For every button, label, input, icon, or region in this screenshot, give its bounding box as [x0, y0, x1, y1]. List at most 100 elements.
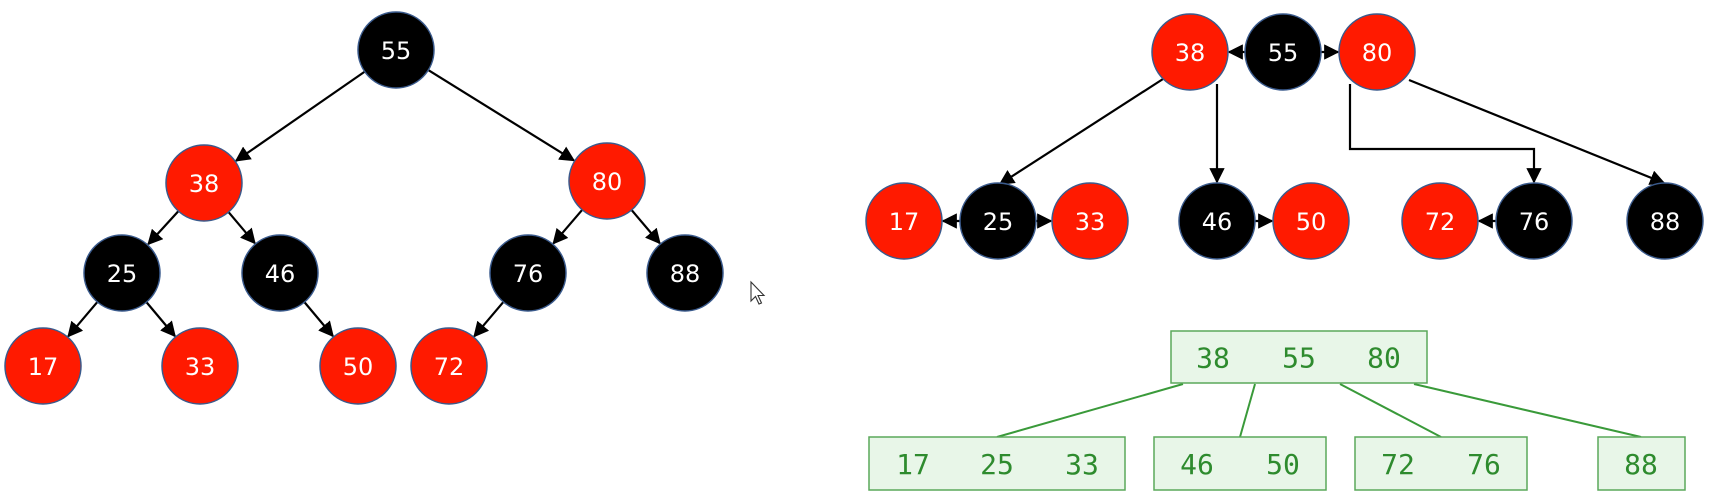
rb-node-80-circle [568, 142, 646, 220]
btree-child-node-0-key: 25 [980, 448, 1014, 481]
btree-child-node-1-key: 50 [1266, 448, 1300, 481]
rb-node-76-label: 76 [513, 260, 544, 288]
rb-node-76: 76 [489, 234, 567, 312]
gt-node-33-circle [1051, 182, 1129, 260]
rb-tree-nodes: 55 38 80 25 46 76 88 17 33 50 72 [4, 11, 724, 405]
gt-node-55-circle [1244, 13, 1322, 91]
rb-node-33: 33 [161, 327, 239, 405]
rb-node-72-label: 72 [434, 353, 465, 381]
gt-node-55-label: 55 [1268, 39, 1299, 67]
rb-node-17-label: 17 [28, 353, 59, 381]
gt-edge-80-76 [1348, 84, 1542, 184]
gt-node-72-circle [1401, 182, 1479, 260]
rb-tree-edges [67, 69, 661, 338]
gt-node-88-label: 88 [1650, 208, 1681, 236]
gt-node-72: 72 [1401, 182, 1479, 260]
rb-node-46-circle [241, 234, 319, 312]
rb-node-50-circle [319, 327, 397, 405]
gt-node-25: 25 [959, 182, 1037, 260]
btree-edges [996, 383, 1642, 438]
btree-child-node-2-box [1354, 436, 1528, 491]
mouse-pointer-icon [750, 280, 766, 305]
rb-node-80-label: 80 [592, 168, 623, 196]
rb-node-46-label: 46 [265, 260, 296, 288]
rb-node-80: 80 [568, 142, 646, 220]
rb-node-25: 25 [83, 234, 161, 312]
gt-node-76-circle [1495, 182, 1573, 260]
btree-child-node-3-box [1597, 436, 1686, 491]
gt-edge-38-25 [998, 78, 1164, 185]
red-black-tree: 55 38 80 25 46 76 88 17 33 50 72 [4, 11, 724, 405]
gt-node-38-circle [1151, 13, 1229, 91]
gt-node-80: 80 [1338, 13, 1416, 91]
gt-node-88: 88 [1626, 182, 1704, 260]
gt-node-25-circle [959, 182, 1037, 260]
btree-root-node-key: 55 [1282, 342, 1316, 375]
btree-child-node-2-key: 72 [1381, 448, 1415, 481]
btree-child-node-1-box [1153, 436, 1327, 491]
rb-edge-80-88 [630, 209, 661, 245]
gt-node-46-circle [1178, 182, 1256, 260]
btree-root-node-key: 38 [1196, 342, 1230, 375]
btree-edge-3 [1413, 383, 1642, 438]
rb-node-88: 88 [646, 234, 724, 312]
btree-child-node-1: 46 50 [1153, 436, 1327, 491]
gt-node-80-label: 80 [1362, 39, 1393, 67]
rb-edge-80-76 [552, 209, 584, 245]
btree-edge-0 [996, 383, 1184, 438]
btree-child-node-0-key: 17 [896, 448, 930, 481]
gt-node-17: 17 [865, 182, 943, 260]
rb-node-38: 38 [165, 144, 243, 222]
gt-node-80-circle [1338, 13, 1416, 91]
rb-node-46: 46 [241, 234, 319, 312]
gt-node-46-label: 46 [1202, 208, 1233, 236]
gt-node-17-label: 17 [889, 208, 920, 236]
grouped-tree-edges [941, 44, 1666, 229]
rb-node-50: 50 [319, 327, 397, 405]
btree-child-node-2-key: 76 [1467, 448, 1501, 481]
rb-edge-38-25 [147, 210, 180, 246]
rb-node-72-circle [410, 327, 488, 405]
btree-child-node-0-box [868, 436, 1126, 491]
gt-node-38-label: 38 [1175, 39, 1206, 67]
gt-node-33-label: 33 [1075, 208, 1106, 236]
gt-node-72-label: 72 [1425, 208, 1456, 236]
gt-node-33: 33 [1051, 182, 1129, 260]
rb-node-17-circle [4, 327, 82, 405]
rb-edge-25-33 [145, 301, 176, 338]
rb-node-25-label: 25 [107, 260, 138, 288]
gt-node-76-label: 76 [1519, 208, 1550, 236]
gt-edge-80-88 [1408, 78, 1666, 185]
btree-child-node-3-key: 88 [1624, 448, 1658, 481]
gt-node-46: 46 [1178, 182, 1256, 260]
gt-node-50-label: 50 [1296, 208, 1327, 236]
rb-node-88-circle [646, 234, 724, 312]
gt-node-76: 76 [1495, 182, 1573, 260]
rb-edge-38-46 [227, 211, 256, 245]
grouped-rb-tree: 38 55 80 17 25 33 46 50 72 76 88 [865, 13, 1704, 260]
rb-node-25-circle [83, 234, 161, 312]
gt-node-50-circle [1272, 182, 1350, 260]
rb-node-55-circle [357, 11, 435, 89]
btree-edge-2 [1339, 383, 1442, 438]
rb-node-33-circle [161, 327, 239, 405]
rb-edge-55-38 [234, 70, 366, 162]
btree-child-node-3: 88 [1597, 436, 1686, 491]
btree-root-node-key: 80 [1367, 342, 1401, 375]
rb-node-55: 55 [357, 11, 435, 89]
rb-node-17: 17 [4, 327, 82, 405]
btree-root-node-box [1170, 330, 1428, 384]
rb-edge-46-50 [303, 301, 334, 338]
btree-root-node: 38 55 80 [1170, 330, 1428, 384]
rb-node-76-circle [489, 234, 567, 312]
gt-node-17-circle [865, 182, 943, 260]
rb-node-33-label: 33 [185, 353, 216, 381]
rb-node-72: 72 [410, 327, 488, 405]
rb-node-55-label: 55 [381, 37, 412, 65]
btree-child-node-2: 72 76 [1354, 436, 1528, 491]
btree-child-node-1-key: 46 [1180, 448, 1214, 481]
